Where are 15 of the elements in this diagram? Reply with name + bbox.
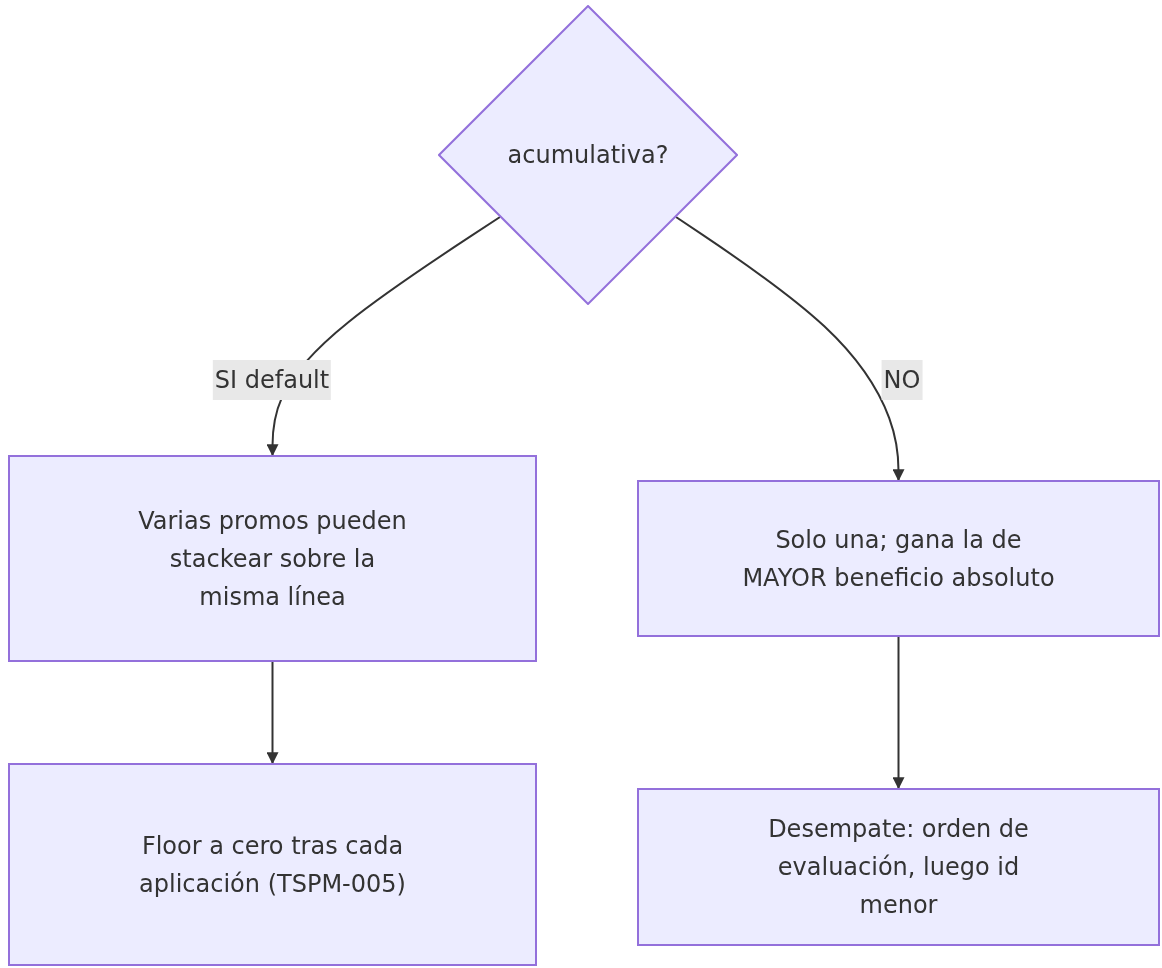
process-box	[637, 480, 1160, 637]
node-text: Varias promos pueden stackear sobre la misma línea	[137, 505, 408, 613]
arrow	[892, 636, 905, 790]
node-text: Solo una; gana la de MAYOR beneficio absoluto	[741, 524, 1056, 594]
arrow	[266, 661, 279, 765]
node-text: Desempate: orden de evaluación, luego id menor	[767, 814, 1030, 921]
edge-label: SI default	[212, 360, 332, 400]
process-box	[637, 788, 1160, 946]
process-box	[8, 455, 537, 662]
process-box	[8, 763, 537, 966]
arrow	[675, 216, 905, 482]
edge-label: NO	[881, 360, 923, 400]
decision-diamond	[438, 5, 738, 305]
node-text: Floor a cero tras cada aplicación (TSPM-005)	[138, 830, 407, 900]
node-text: acumulativa?	[506, 140, 670, 171]
